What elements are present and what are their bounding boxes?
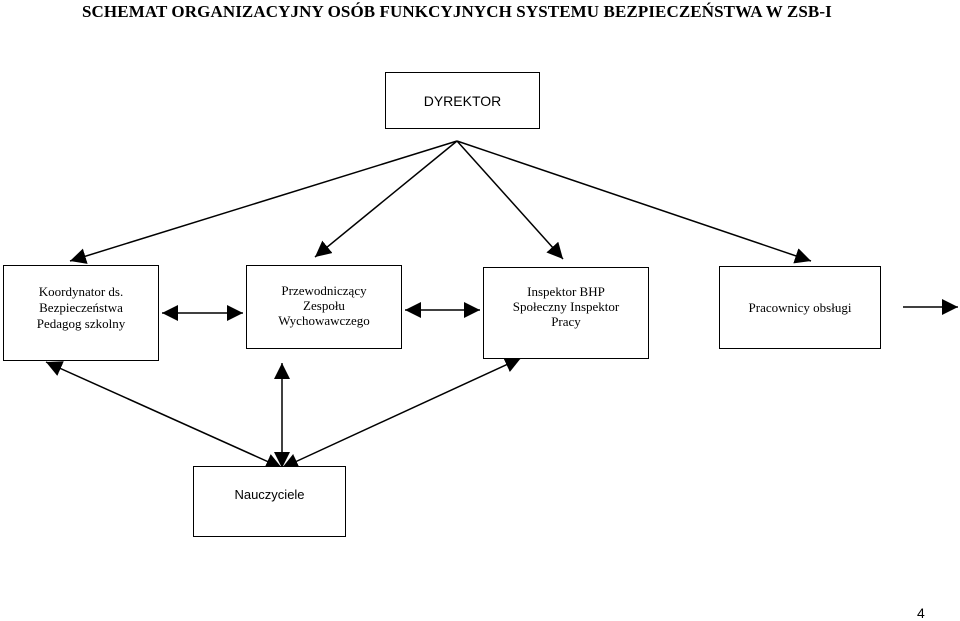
node-koordynator: Koordynator ds. Bezpieczeństwa Pedagog s… xyxy=(3,265,159,361)
node-koordynator-label: Koordynator ds. Bezpieczeństwa Pedagog s… xyxy=(36,284,126,331)
edge-dyrektor-koordynator xyxy=(69,140,458,264)
node-pracownicy: Pracownicy obsługi xyxy=(719,266,881,349)
node-przewodniczacy: Przewodniczący Zespołu Wychowawczego xyxy=(246,265,402,349)
node-dyrektor: DYREKTOR xyxy=(385,72,540,129)
edge-inspektor-nauczyciele xyxy=(281,357,522,469)
edge-dyrektor-pracownicy xyxy=(456,140,812,264)
page-number: 4 xyxy=(917,605,925,621)
node-dyrektor-label: DYREKTOR xyxy=(423,92,502,109)
node-inspektor: Inspektor BHP Społeczny Inspektor Pracy xyxy=(483,267,649,359)
node-nauczyciele: Nauczyciele xyxy=(193,466,346,537)
node-przewodniczacy-label: Przewodniczący Zespołu Wychowawczego xyxy=(278,283,370,328)
edge-dyrektor-przewodniczacy xyxy=(314,140,458,258)
node-inspektor-label: Inspektor BHP Społeczny Inspektor Pracy xyxy=(512,284,620,329)
edge-koordynator-nauczyciele xyxy=(45,361,283,469)
page-title: SCHEMAT ORGANIZACYJNY OSÓB FUNKCYJNYCH S… xyxy=(82,2,832,21)
node-pracownicy-label: Pracownicy obsługi xyxy=(748,299,852,315)
node-nauczyciele-label: Nauczyciele xyxy=(234,487,305,502)
edge-dyrektor-inspektor xyxy=(456,140,564,260)
